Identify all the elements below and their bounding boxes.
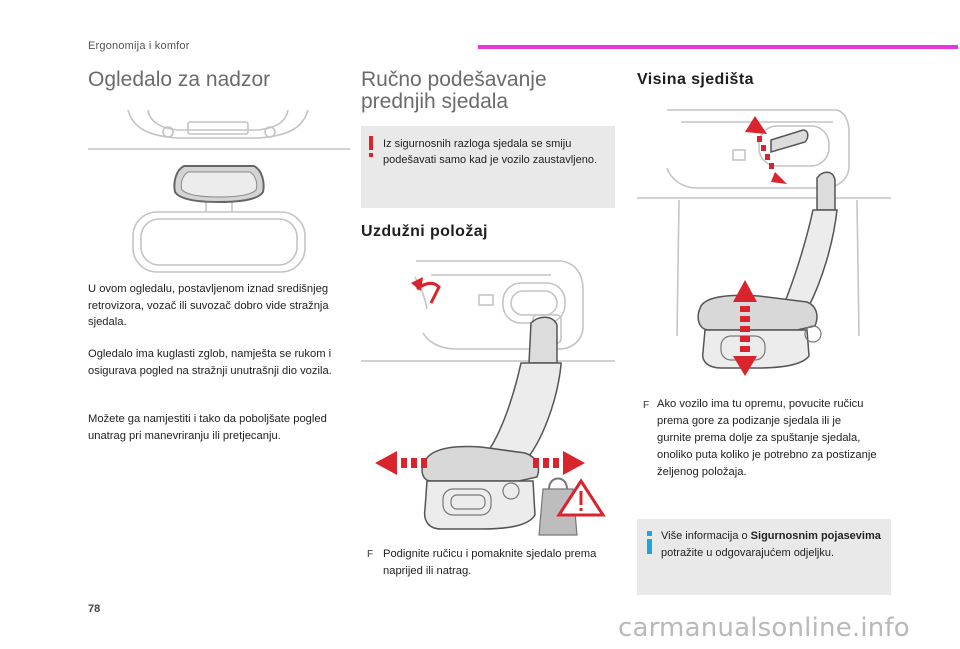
info-box: Više informacija o Sigurnosnim pojasevim… — [637, 519, 891, 595]
seat-height-illustration — [637, 109, 891, 376]
height-instruction-line2: prema gore za podizanje sjedala ili je — [657, 415, 842, 427]
info-icon — [647, 531, 652, 555]
warning-text: Iz sigurnosnih razloga sjedala se smiju … — [383, 138, 598, 166]
info-link-seatbelts: Sigurnosnim pojasevima — [750, 530, 881, 542]
longitudinal-instruction-line1: Podignite ručicu i pomaknite sjedalo pre… — [383, 548, 597, 560]
longitudinal-subtitle: Uzdužni položaj — [361, 223, 488, 240]
section-header: Ergonomija i komfor — [88, 40, 190, 52]
info-text: Više informacija o Sigurnosnim pojasevim… — [661, 530, 881, 559]
watermark: carmanualsonline.info — [618, 613, 910, 643]
seat-adjust-title-line1: Ručno podešavanje — [361, 68, 547, 91]
height-instruction-line4: onoliko puta koliko je potrebno za posti… — [657, 449, 877, 461]
mirror-paragraph-2: Ogledalo ima kuglasti zglob, namješta se… — [88, 348, 332, 377]
height-instruction-line5: željenog položaja. — [657, 466, 747, 478]
warning-exclamation-icon — [369, 136, 373, 158]
bag-hazard-icon — [538, 477, 606, 536]
page-number: 78 — [88, 603, 101, 615]
mirror-title: Ogledalo za nadzor — [88, 68, 271, 91]
bullet-f-icon-2: F — [643, 400, 650, 411]
mirror-illustration — [88, 109, 350, 273]
mirror-paragraph-3: Možete ga namjestiti i tako da poboljšat… — [88, 413, 327, 442]
warning-box: Iz sigurnosnih razloga sjedala se smiju … — [361, 126, 615, 208]
section-accent-bar — [478, 45, 958, 49]
longitudinal-seat-illustration — [361, 260, 615, 536]
mirror-paragraph-1: U ovom ogledalu, postavljenom iznad sred… — [88, 283, 329, 328]
height-instruction-line1: Ako vozilo ima tu opremu, povucite ručic… — [657, 398, 864, 410]
bullet-f-icon: F — [367, 549, 374, 560]
longitudinal-instruction-line2: naprijed ili natrag. — [383, 565, 472, 577]
height-instruction-line3: gurnite prema dolje za spuštanje sjedala… — [657, 432, 861, 444]
seat-adjust-title-line2: prednjih sjedala — [361, 90, 509, 113]
seat-height-subtitle: Visina sjedišta — [637, 71, 754, 88]
